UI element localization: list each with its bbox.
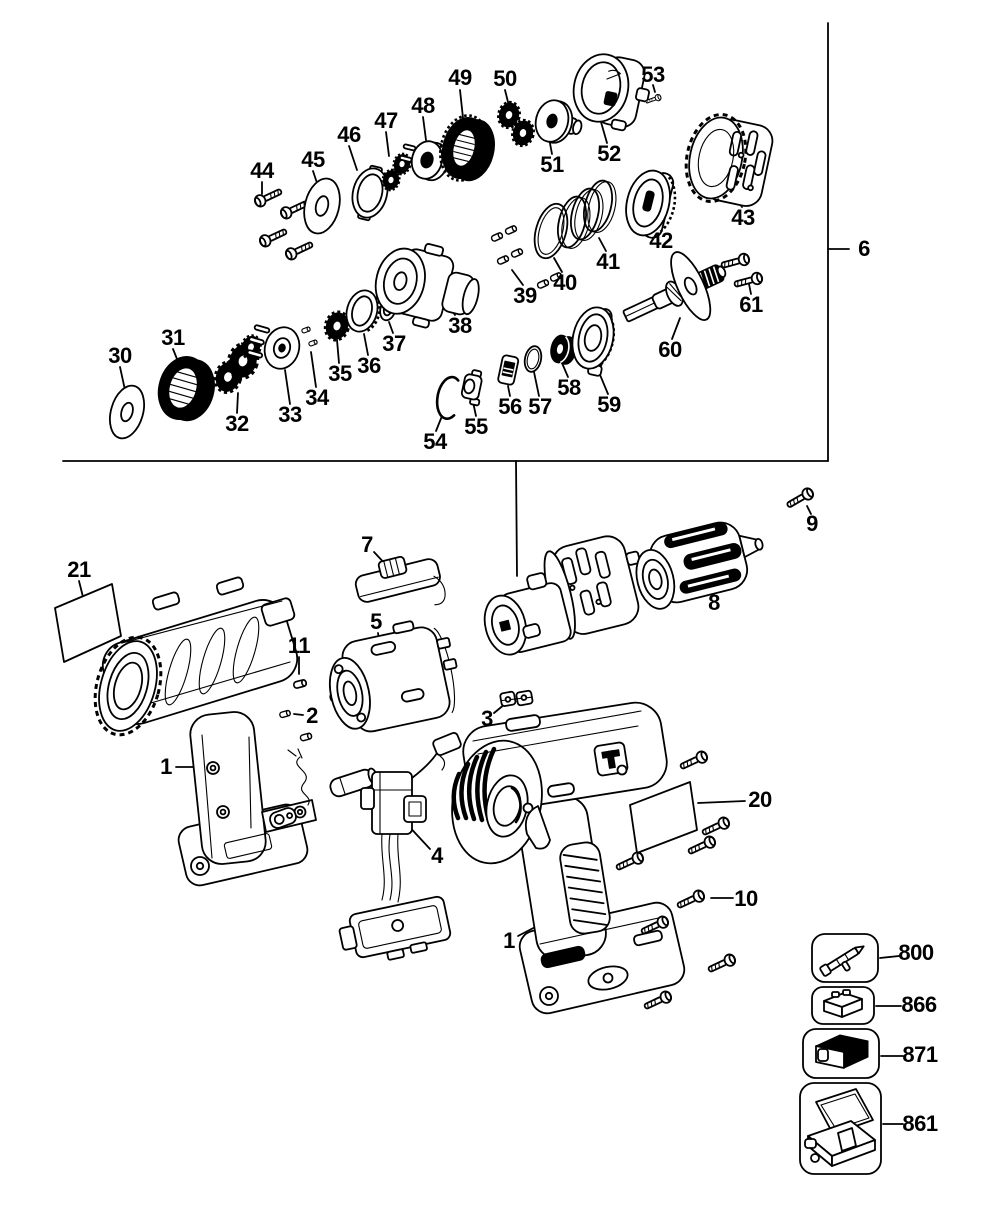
callout-35: 35: [328, 361, 352, 386]
callout-56: 56: [498, 394, 522, 419]
callout-46: 46: [337, 122, 361, 147]
part-56-clip: [497, 354, 520, 386]
callout-41: 41: [596, 249, 620, 274]
callout-36: 36: [357, 353, 381, 378]
part-55-cap: [460, 369, 483, 407]
callout-58: 58: [557, 375, 581, 400]
part-7-forward-reverse-slider: [354, 555, 446, 606]
callout-61: 61: [739, 292, 763, 317]
callout-50: 50: [493, 66, 517, 91]
accessory-861-kitbox-box: [799, 1082, 882, 1175]
callout-57: 57: [528, 394, 552, 419]
part-36-ring: [345, 289, 382, 333]
part-21-label-sticker: [54, 583, 122, 663]
callout-800: 800: [898, 940, 934, 965]
part-59-ring-gear: [571, 306, 616, 377]
callout-7: 7: [361, 532, 373, 557]
callout-4: 4: [431, 843, 443, 868]
callout-42: 42: [649, 228, 673, 253]
callout-31: 31: [161, 325, 185, 350]
part-20-label-sticker: [629, 781, 698, 854]
accessory-871-battery-box: [802, 1028, 880, 1079]
callout-33: 33: [278, 402, 302, 427]
part-3-clip: [499, 689, 534, 707]
part-30-washer: [109, 384, 145, 440]
callout-43: 43: [731, 205, 755, 230]
callout-2: 2: [306, 703, 318, 728]
callout-871: 871: [902, 1042, 938, 1067]
callout-60: 60: [658, 337, 682, 362]
callout-6: 6: [858, 236, 870, 261]
assembled-gearbox: [483, 535, 641, 656]
callout-37: 37: [382, 331, 406, 356]
part-45-washer: [303, 177, 341, 235]
callout-8: 8: [708, 590, 720, 615]
accessory-866-battery-box: [811, 986, 875, 1025]
part-33-planet-carrier: [246, 324, 301, 370]
callout-866: 866: [901, 992, 937, 1017]
callout-55: 55: [464, 414, 488, 439]
part-42-cam-ring: [625, 169, 677, 239]
part-52-clutch-housing: [572, 53, 650, 132]
callout-1: 1: [160, 754, 172, 779]
part-49-ring-gear: [438, 114, 495, 182]
part-51-carrier: [534, 99, 583, 144]
part-5-motor: [328, 620, 458, 733]
callout-9: 9: [806, 511, 818, 536]
part-57-o-ring: [523, 345, 543, 373]
callout-39: 39: [513, 283, 537, 308]
callout-11: 11: [287, 633, 311, 658]
callout-861: 861: [902, 1111, 938, 1136]
callout-34: 34: [305, 385, 329, 410]
part-38-gear-case: [374, 243, 480, 329]
callout-51: 51: [540, 152, 564, 177]
callout-5: 5: [370, 609, 382, 634]
callout-10: 10: [734, 886, 758, 911]
part-8-chuck: [635, 521, 764, 610]
callout-20: 20: [748, 787, 772, 812]
callout-38: 38: [448, 313, 472, 338]
assembly-bracket: [62, 22, 850, 577]
callout-59: 59: [597, 392, 621, 417]
part-1-right-housing: [451, 701, 686, 1015]
callout-1: 1: [503, 928, 515, 953]
part-31-ring-gear: [157, 356, 215, 422]
callout-53: 53: [641, 62, 665, 87]
callout-47: 47: [374, 108, 398, 133]
part-46-bearing-ring: [351, 164, 389, 222]
part-54-retaining-ring: [435, 375, 460, 420]
callout-49: 49: [448, 65, 472, 90]
callout-21: 21: [67, 557, 91, 582]
callout-54: 54: [423, 429, 447, 454]
callout-30: 30: [108, 343, 132, 368]
callout-3: 3: [481, 706, 493, 731]
part-60-output-spindle: [622, 251, 727, 323]
callout-44: 44: [250, 158, 274, 183]
part-4-switch-assembly: [269, 732, 462, 961]
accessory-800-bit-box: [811, 933, 879, 983]
callout-48: 48: [411, 93, 435, 118]
callout-52: 52: [597, 141, 621, 166]
callout-32: 32: [225, 411, 249, 436]
part-43-clutch-collar: [684, 113, 774, 207]
callout-45: 45: [301, 147, 325, 172]
callout-40: 40: [553, 270, 577, 295]
